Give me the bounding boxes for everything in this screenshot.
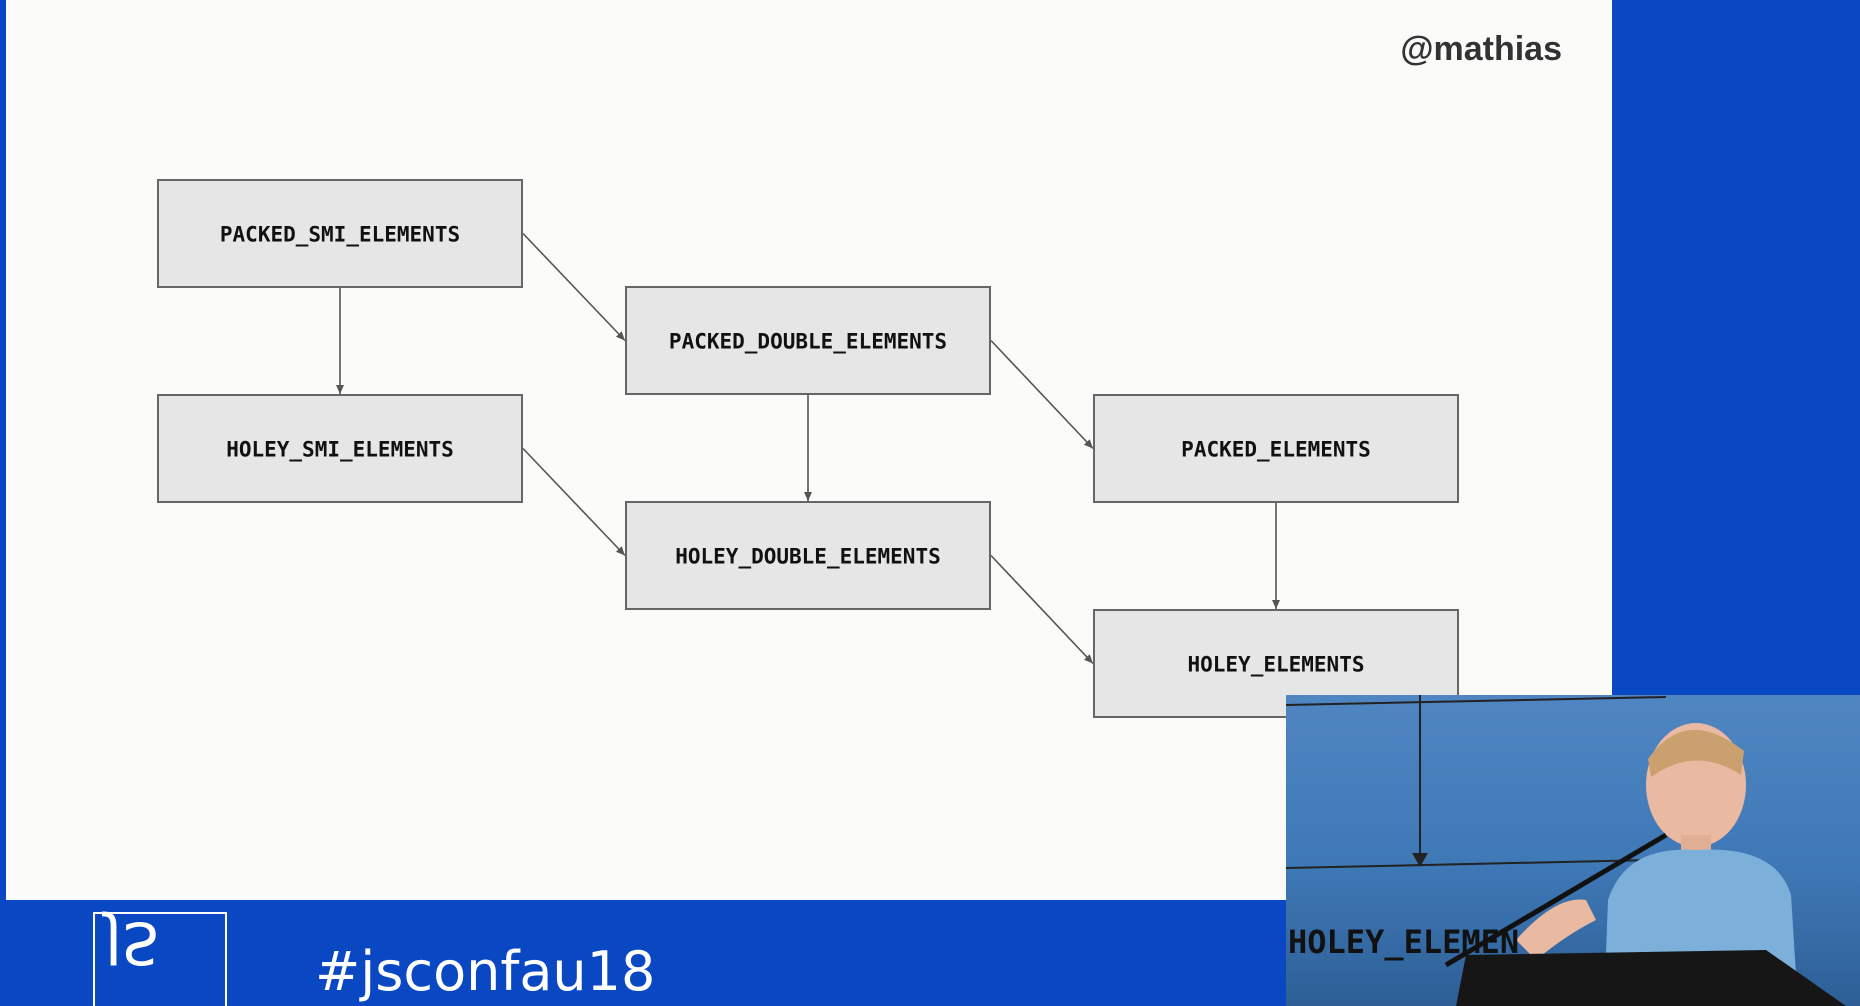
node-box xyxy=(157,179,523,288)
node-hsmi: HOLEY_SMI_ELEMENTS xyxy=(157,394,523,503)
node-hdbl: HOLEY_DOUBLE_ELEMENTS xyxy=(625,501,991,610)
node-label: PACKED_DOUBLE_ELEMENTS xyxy=(669,330,947,354)
edge-psmi-to-pdbl xyxy=(522,232,626,342)
node-label: PACKED_ELEMENTS xyxy=(1181,438,1371,462)
node-box xyxy=(157,394,523,503)
conference-banner: JS #jsconfau18 xyxy=(0,900,1860,1006)
node-box xyxy=(1093,394,1459,503)
speaker-handle: @mathias xyxy=(1400,30,1562,68)
conference-logo: JS xyxy=(93,909,227,1006)
node-label: HOLEY_SMI_ELEMENTS xyxy=(226,438,454,462)
node-label: PACKED_SMI_ELEMENTS xyxy=(220,223,460,247)
conference-hashtag: #jsconfau18 xyxy=(315,940,656,1003)
speaker-video-inset: HOLEY_ELEMEN xyxy=(1286,695,1860,1006)
speaker-video-scene xyxy=(1286,695,1846,1006)
elements-kinds-diagram: PACKED_SMI_ELEMENTS HOLEY_SMI_ELEMENTS PAC… xyxy=(157,179,1459,718)
speaker-hand xyxy=(1516,899,1596,960)
node-pel: PACKED_ELEMENTS xyxy=(1093,394,1459,503)
edge-pdbl-to-pel xyxy=(990,339,1094,450)
speaker-hair xyxy=(1648,729,1744,777)
video-slide-text: HOLEY_ELEMEN xyxy=(1288,923,1520,961)
video-arrow-head xyxy=(1412,853,1428,867)
podium xyxy=(1456,950,1846,1006)
node-pdbl: PACKED_DOUBLE_ELEMENTS xyxy=(625,286,991,395)
slide: @mathias PACKED_SMI_ELEMENTS HOLEY_SMI_EL… xyxy=(6,0,1612,900)
logo-text: JS xyxy=(105,909,159,977)
edge-hdbl-to-hel xyxy=(990,554,1094,665)
node-psmi: PACKED_SMI_ELEMENTS xyxy=(157,179,523,288)
node-label: HOLEY_DOUBLE_ELEMENTS xyxy=(675,545,941,569)
node-box xyxy=(625,286,991,395)
edge-hsmi-to-hdbl xyxy=(522,447,626,557)
video-slide-edge xyxy=(1286,696,1667,706)
node-box xyxy=(625,501,991,610)
microphone-stand xyxy=(1444,832,1668,968)
node-label: HOLEY_ELEMENTS xyxy=(1187,653,1364,677)
